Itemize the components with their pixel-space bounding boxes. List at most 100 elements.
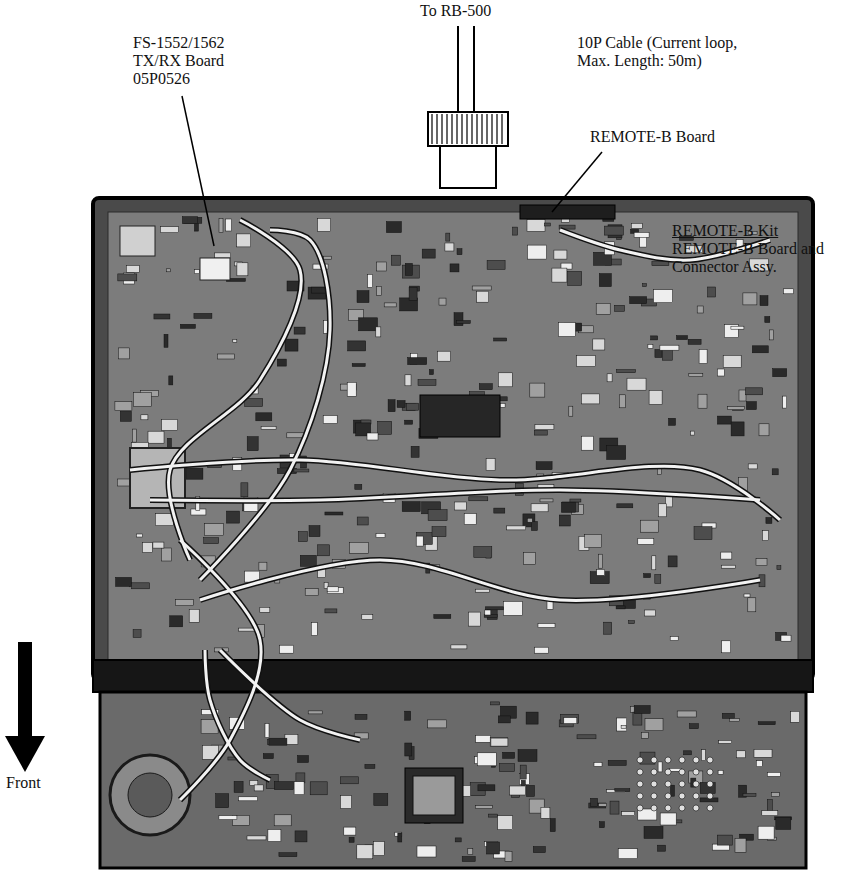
pcb-component xyxy=(367,433,378,440)
pcb-component xyxy=(494,508,505,513)
pcb-component xyxy=(357,291,369,303)
pcb-component xyxy=(599,803,607,806)
pcb-component xyxy=(564,718,577,724)
pcb-component xyxy=(594,762,602,766)
pcb-component xyxy=(450,264,459,272)
pcb-component xyxy=(655,350,662,358)
pcb-component xyxy=(434,615,451,619)
pcb-component xyxy=(634,706,650,714)
pcb-component xyxy=(773,369,787,377)
pcb-component xyxy=(476,735,491,742)
leader-line xyxy=(552,152,602,212)
pcb-component xyxy=(721,565,735,568)
pcb-component xyxy=(180,324,195,328)
pin-grid xyxy=(679,769,685,775)
pin-grid xyxy=(707,769,713,775)
pcb-component xyxy=(417,846,436,857)
pcb-component xyxy=(391,255,400,265)
pcb-component xyxy=(759,424,769,436)
pcb-component xyxy=(736,751,745,758)
pcb-component xyxy=(373,842,384,856)
leader-lines xyxy=(182,96,602,246)
board-label: REMOTE-B Board xyxy=(590,128,715,146)
pin-grid xyxy=(707,781,713,787)
pin-grid xyxy=(651,781,657,787)
pin-grid xyxy=(679,793,685,799)
pin-grid xyxy=(665,793,671,799)
connector-nut xyxy=(428,112,508,146)
pcb-component xyxy=(186,468,203,479)
pcb-component xyxy=(701,750,705,761)
pcb-component xyxy=(550,819,555,832)
wire xyxy=(130,460,780,520)
pcb-component xyxy=(631,223,642,228)
pcb-component xyxy=(477,753,496,766)
pcb-component xyxy=(644,610,655,616)
pcb-component xyxy=(677,336,688,340)
connector-rib xyxy=(471,114,472,144)
pcb-component xyxy=(219,219,223,233)
pcb-component xyxy=(226,219,232,231)
pcb-component xyxy=(384,303,396,307)
pcb-component xyxy=(205,524,224,536)
pcb-component xyxy=(116,577,132,586)
pcb-component xyxy=(536,462,552,470)
pcb-component xyxy=(376,534,385,538)
pcb-component xyxy=(698,394,707,408)
pcb-component xyxy=(341,796,352,809)
pcb-component xyxy=(422,249,435,258)
pcb-component xyxy=(513,227,518,235)
pcb-component xyxy=(777,566,781,570)
pcb-component xyxy=(643,284,647,287)
pcb-component xyxy=(215,253,231,258)
front-arrow xyxy=(5,642,45,772)
housing xyxy=(93,198,813,868)
pcb-component xyxy=(277,359,286,366)
pcb-component xyxy=(607,374,612,382)
pcb-component xyxy=(752,346,768,353)
pcb-component xyxy=(142,543,152,553)
pcb-component xyxy=(378,421,392,434)
pcb-component xyxy=(245,399,263,407)
pcb-component xyxy=(305,589,318,596)
pcb-component xyxy=(531,504,548,512)
pcb-component xyxy=(597,569,605,575)
pcb-component xyxy=(118,274,137,281)
connector-rib xyxy=(501,114,502,144)
pcb-component xyxy=(619,395,625,408)
pcb-component xyxy=(170,616,183,627)
pcb-component xyxy=(256,413,272,421)
pcb-component xyxy=(237,263,248,276)
pcb-component xyxy=(728,407,745,410)
pcb-component xyxy=(634,232,649,237)
pcb-component xyxy=(402,502,420,512)
pcb-component xyxy=(469,497,488,501)
pin-grid xyxy=(637,757,643,763)
pcb-component xyxy=(500,764,515,772)
connector-rib xyxy=(476,114,477,144)
pcb-component xyxy=(164,334,168,347)
pcb-component xyxy=(554,250,567,259)
pcb-component xyxy=(717,416,731,424)
connector-plug xyxy=(440,146,496,188)
connector-rib xyxy=(461,114,462,144)
pcb-component xyxy=(644,826,663,838)
pcb-component xyxy=(533,847,545,853)
pcb-component xyxy=(756,761,762,767)
pin-grid xyxy=(651,793,657,799)
arrow-shaft xyxy=(18,642,32,740)
connection-label: To RB-500 xyxy=(420,2,491,20)
pcb-component xyxy=(743,293,757,305)
pcb-component xyxy=(607,446,626,460)
pcb-component xyxy=(633,712,642,725)
pcb-component xyxy=(781,635,791,641)
pcb-component xyxy=(445,243,454,251)
connector-rib xyxy=(481,114,482,144)
pcb-component xyxy=(161,227,179,233)
pcb-component xyxy=(446,233,450,241)
pcb-component xyxy=(577,356,596,367)
pin-grid xyxy=(637,769,643,775)
cable-wire xyxy=(457,26,459,112)
pcb-component xyxy=(115,402,132,411)
pcb-component xyxy=(645,719,663,731)
